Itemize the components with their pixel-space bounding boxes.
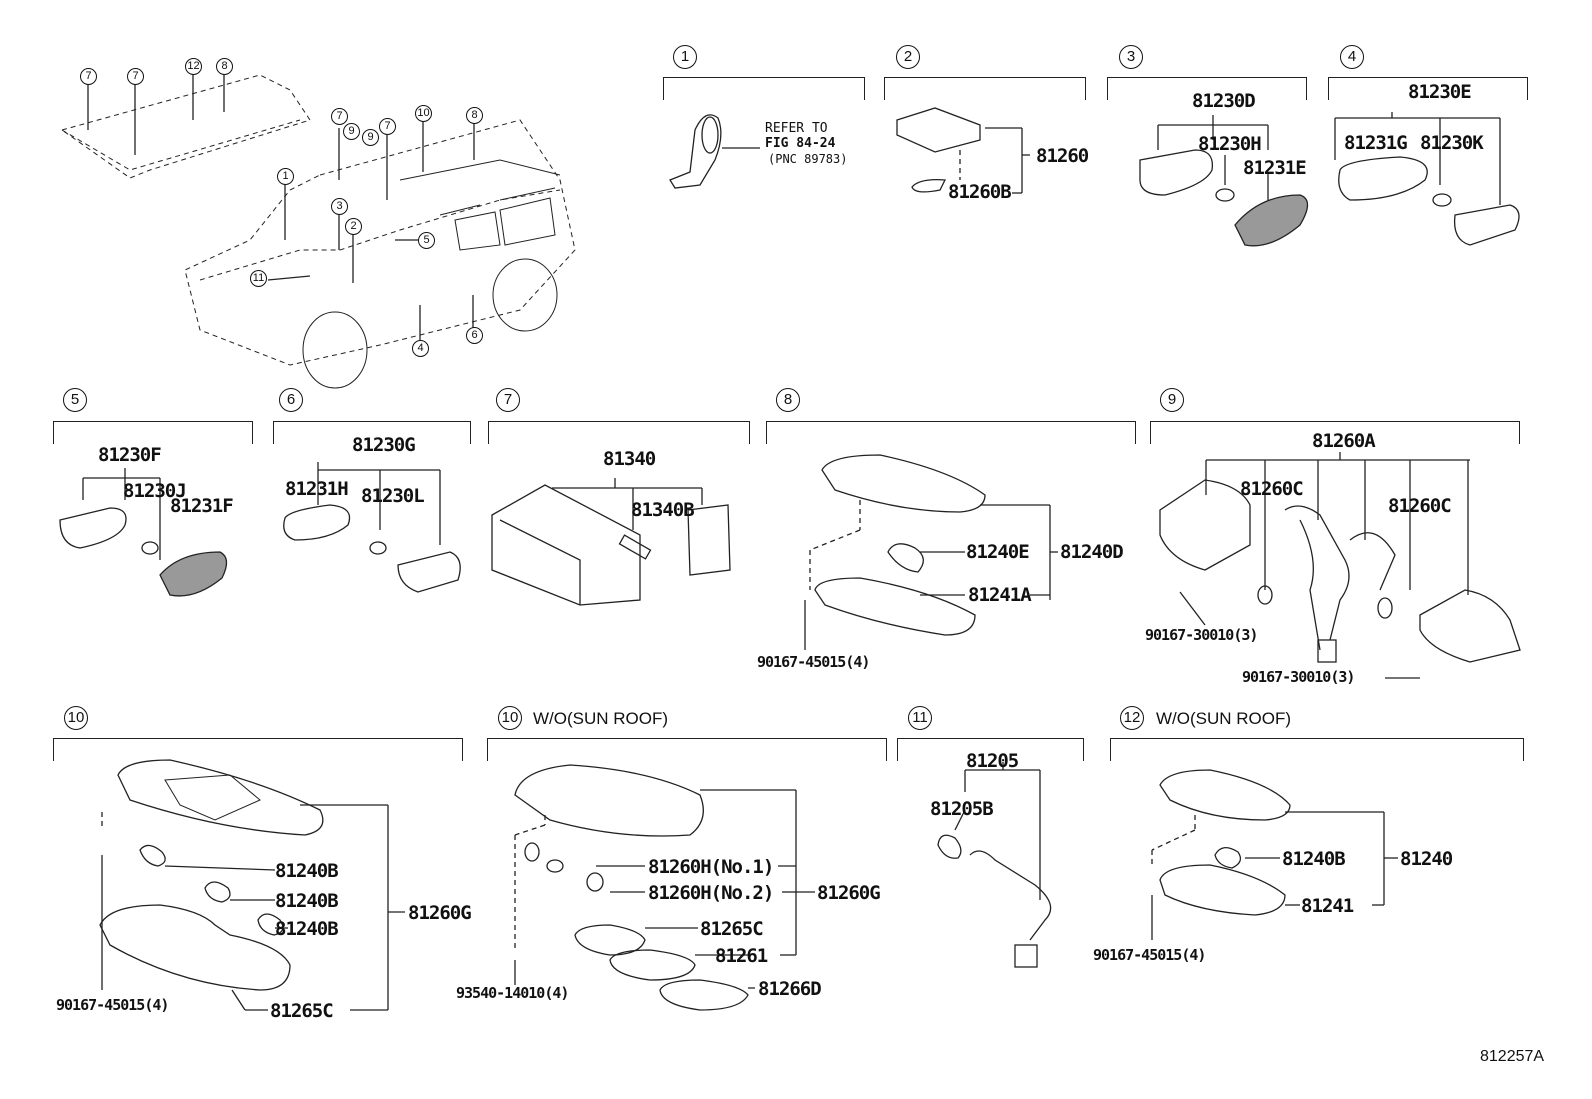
section-bracket xyxy=(53,738,463,761)
part-number[interactable]: 81231E xyxy=(1243,157,1307,179)
part-number[interactable]: 81260C xyxy=(1240,478,1304,500)
part-number[interactable]: 81231H xyxy=(285,478,349,500)
part-number[interactable]: 90167-45015(4) xyxy=(757,653,870,671)
part-number[interactable]: 81265C xyxy=(700,918,764,940)
section-bracket xyxy=(663,77,865,100)
section-number: 12 xyxy=(1120,706,1144,730)
part-number[interactable]: 81231G xyxy=(1344,132,1408,154)
overview-callout[interactable]: 10 xyxy=(415,105,432,122)
section-number: 7 xyxy=(496,388,520,412)
section-number: 10 xyxy=(498,706,522,730)
overview-callout[interactable]: 8 xyxy=(216,58,233,75)
overview-callout[interactable]: 5 xyxy=(418,232,435,249)
overview-callout[interactable]: 6 xyxy=(466,327,483,344)
section-note: W/O(SUN ROOF) xyxy=(1156,709,1292,728)
part-number[interactable]: 81230J xyxy=(123,480,187,502)
section-bracket xyxy=(273,421,471,444)
overview-callout[interactable]: 7 xyxy=(331,108,348,125)
refer-line-3: (PNC 89783) xyxy=(768,152,848,166)
section-bracket xyxy=(1328,77,1528,100)
part-number[interactable]: 81241A xyxy=(968,584,1032,606)
overview-callout[interactable]: 7 xyxy=(379,118,396,135)
section-number: 2 xyxy=(896,45,920,69)
section-bracket xyxy=(1110,738,1524,761)
section-bracket xyxy=(1150,421,1520,444)
part-number[interactable]: 81340 xyxy=(603,448,656,470)
part-number[interactable]: 81265C xyxy=(270,1000,334,1022)
section-bracket xyxy=(488,421,750,444)
refer-line-2[interactable]: FIG 84-24 xyxy=(765,136,836,151)
part-number[interactable]: 90167-45015(4) xyxy=(56,996,169,1014)
part-number[interactable]: 81240B xyxy=(275,860,339,882)
overview-callout[interactable]: 7 xyxy=(80,68,97,85)
part-number[interactable]: 90167-30010(3) xyxy=(1242,668,1355,686)
part-number[interactable]: 90167-30010(3) xyxy=(1145,626,1258,644)
part-number[interactable]: 81240B xyxy=(275,918,339,940)
overview-callout[interactable]: 4 xyxy=(412,340,429,357)
section-number: 4 xyxy=(1340,45,1364,69)
part-number[interactable]: 81240B xyxy=(275,890,339,912)
overview-callout[interactable]: 3 xyxy=(331,198,348,215)
part-number[interactable]: 81260B xyxy=(948,181,1012,203)
part-number[interactable]: 81205B xyxy=(930,798,994,820)
section-number: 5 xyxy=(63,388,87,412)
section-number: 8 xyxy=(776,388,800,412)
overview-callout[interactable]: 8 xyxy=(466,107,483,124)
section-bracket xyxy=(897,738,1084,761)
part-number[interactable]: 81240B xyxy=(1282,848,1346,870)
part-number[interactable]: 81230F xyxy=(98,444,162,466)
part-number[interactable]: 81230K xyxy=(1420,132,1484,154)
section-number: 11 xyxy=(908,706,932,730)
part-number[interactable]: 81340B xyxy=(631,499,695,521)
part-number[interactable]: 90167-45015(4) xyxy=(1093,946,1206,964)
figure-id: 812257A xyxy=(1480,1048,1545,1065)
part-number[interactable]: 81260C xyxy=(1388,495,1452,517)
part-number[interactable]: 81260G xyxy=(408,902,472,924)
section-bracket xyxy=(487,738,887,761)
part-number[interactable]: 81266D xyxy=(758,978,822,1000)
section-number: 3 xyxy=(1119,45,1143,69)
overview-callout[interactable]: 2 xyxy=(345,218,362,235)
part-number[interactable]: 81261 xyxy=(715,945,768,967)
part-number[interactable]: 81241 xyxy=(1301,895,1354,917)
part-number[interactable]: 81240E xyxy=(966,541,1030,563)
section-number: 9 xyxy=(1160,388,1184,412)
part-number[interactable]: 81260H(No.1) xyxy=(648,856,774,878)
part-number[interactable]: 81230H xyxy=(1198,133,1262,155)
part-number[interactable]: 81260G xyxy=(817,882,881,904)
section-bracket xyxy=(1107,77,1307,100)
part-number[interactable]: 81230E xyxy=(1408,81,1472,103)
part-number[interactable]: 81240 xyxy=(1400,848,1453,870)
part-number[interactable]: 93540-14010(4) xyxy=(456,984,569,1002)
section-number: 6 xyxy=(279,388,303,412)
part-number[interactable]: 81260A xyxy=(1312,430,1376,452)
part-number[interactable]: 81240D xyxy=(1060,541,1124,563)
part-number[interactable]: 81231F xyxy=(170,495,234,517)
overview-callout[interactable]: 7 xyxy=(127,68,144,85)
overview-callout[interactable]: 12 xyxy=(185,58,202,75)
part-number[interactable]: 81230G xyxy=(352,434,416,456)
section-bracket xyxy=(53,421,253,444)
section-bracket xyxy=(766,421,1136,444)
part-number[interactable]: 81260 xyxy=(1036,145,1089,167)
section-bracket xyxy=(884,77,1086,100)
overview-callout[interactable]: 1 xyxy=(277,168,294,185)
overview-callout[interactable]: 9 xyxy=(362,129,379,146)
overview-callout[interactable]: 11 xyxy=(250,270,267,287)
overview-callout[interactable]: 9 xyxy=(343,123,360,140)
refer-line-1: REFER TO xyxy=(765,121,828,136)
part-number[interactable]: 81205 xyxy=(966,750,1019,772)
part-number[interactable]: 81230D xyxy=(1192,90,1256,112)
part-number[interactable]: 81260H(No.2) xyxy=(648,882,774,904)
section-note: W/O(SUN ROOF) xyxy=(533,709,669,728)
part-number[interactable]: 81230L xyxy=(361,485,425,507)
section-number: 1 xyxy=(673,45,697,69)
section-number: 10 xyxy=(64,706,88,730)
